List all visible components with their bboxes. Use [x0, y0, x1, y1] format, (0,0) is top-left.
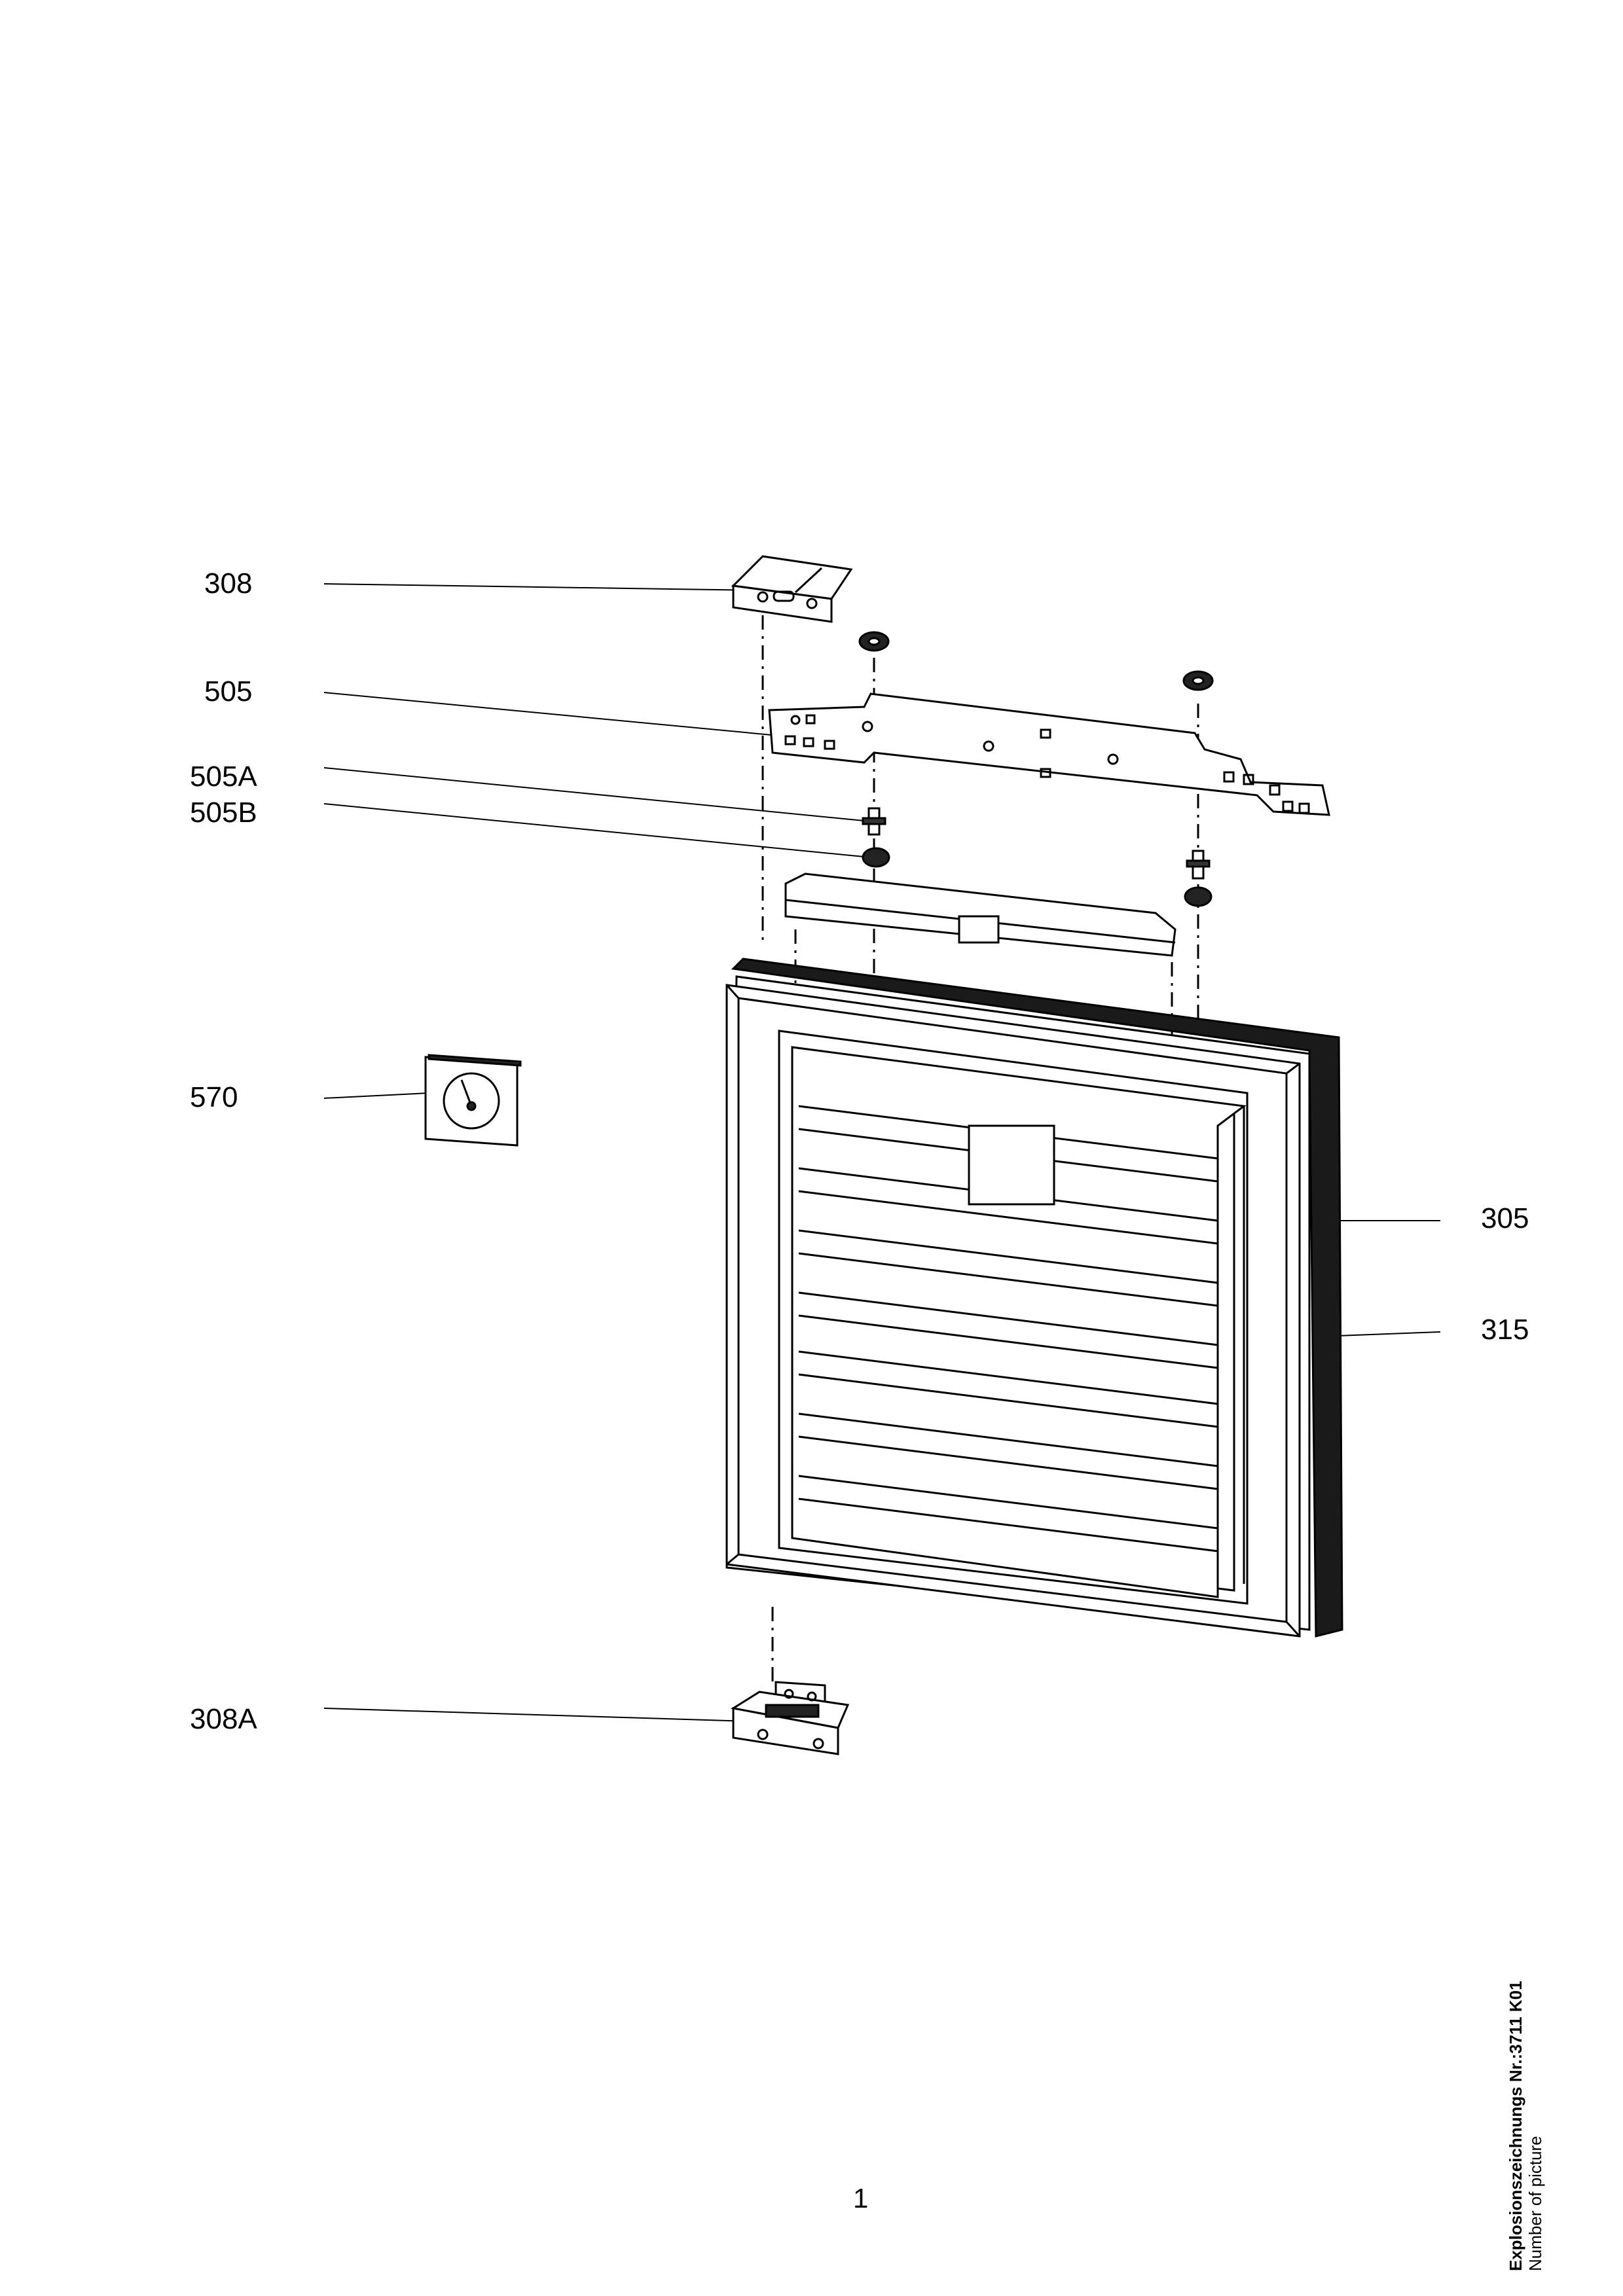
callout-505A: 505A	[190, 761, 257, 793]
thermometer	[424, 1054, 522, 1147]
lower-hinge-bracket	[730, 1681, 850, 1755]
page-number: 1	[853, 2183, 869, 2214]
callout-305: 305	[1481, 1202, 1529, 1234]
drawing-caption: Explosionszeichnungs Nr.:3711 K01 Number…	[1506, 1981, 1545, 2271]
callout-505: 505	[204, 675, 253, 708]
cross-bar	[768, 692, 1330, 816]
callout-308: 308	[204, 567, 253, 600]
picture-caption: Number of picture	[1525, 2136, 1545, 2271]
callout-570: 570	[190, 1081, 238, 1113]
drawing-number: Explosionszeichnungs Nr.:3711 K01	[1506, 1981, 1525, 2271]
fasteners	[858, 631, 1214, 907]
callout-315: 315	[1481, 1314, 1529, 1346]
top-cover-strip	[784, 872, 1176, 957]
inner-panel	[791, 1046, 1247, 1598]
callout-308A: 308A	[190, 1703, 257, 1735]
callout-505B: 505B	[190, 797, 257, 829]
upper-hinge-bracket	[731, 555, 853, 623]
